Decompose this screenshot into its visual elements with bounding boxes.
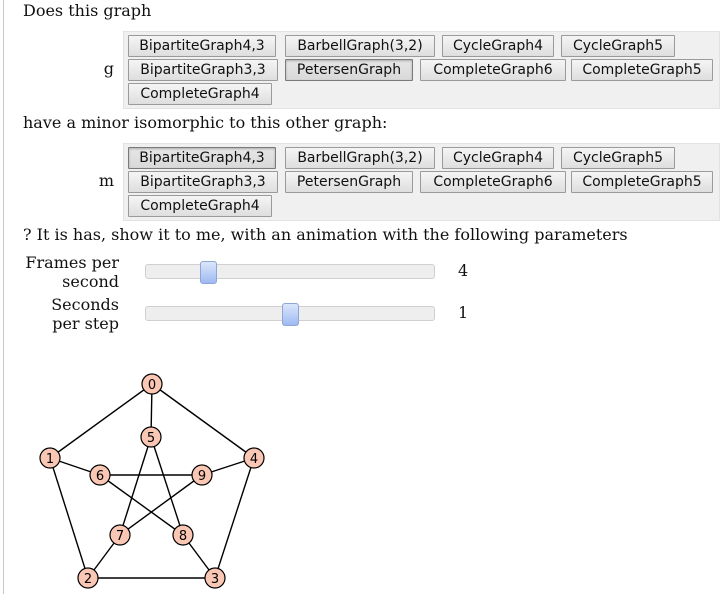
g-option-complete-4[interactable]: CompleteGraph4 [128, 83, 272, 105]
m-option-barbell[interactable]: BarbellGraph(3,2) [285, 147, 435, 169]
g-option-complete-5[interactable]: CompleteGraph5 [571, 59, 713, 81]
fps-label-line1: Frames per [25, 253, 119, 272]
prompt-intro: Does this graph [23, 1, 152, 20]
m-selector: BipartiteGraph4,3 BarbellGraph(3,2) Cycl… [123, 143, 720, 221]
graph-vertex-label-9: 9 [198, 469, 206, 484]
seconds-label: Seconds per step [20, 295, 119, 333]
g-option-cycle-5[interactable]: CycleGraph5 [561, 35, 675, 57]
m-label: m [98, 171, 114, 190]
fps-value: 4 [458, 261, 469, 280]
m-option-bipartite-4-3[interactable]: BipartiteGraph4,3 [128, 147, 276, 169]
g-option-cycle-4[interactable]: CycleGraph4 [442, 35, 554, 57]
seconds-slider[interactable] [145, 303, 435, 326]
graph-vertex-3 [204, 567, 226, 589]
graph-edge-8-5 [150, 436, 184, 536]
g-option-petersen[interactable]: PetersenGraph [285, 59, 413, 81]
m-option-complete-6[interactable]: CompleteGraph6 [420, 171, 566, 193]
graph-edge-7-9 [119, 474, 203, 536]
m-option-petersen[interactable]: PetersenGraph [285, 171, 413, 193]
g-selector: BipartiteGraph4,3 BarbellGraph(3,2) Cycl… [123, 31, 720, 109]
graph-vertex-label-2: 2 [84, 572, 92, 587]
fps-label: Frames per second [20, 253, 119, 291]
graph-vertex-label-8: 8 [179, 529, 187, 544]
graph-vertex-label-7: 7 [116, 529, 124, 544]
graph-vertex-8 [172, 524, 194, 546]
m-option-bipartite-3-3[interactable]: BipartiteGraph3,3 [128, 171, 278, 193]
petersen-graph-drawing: 0 1 2 3 4 5 6 7 8 9 [39, 373, 265, 589]
graph-vertex-1 [39, 447, 61, 469]
m-option-cycle-5[interactable]: CycleGraph5 [561, 147, 675, 169]
fps-label-line2: second [62, 272, 119, 291]
fps-slider[interactable] [145, 261, 435, 284]
seconds-label-line2: per step [52, 314, 119, 333]
graph-vertex-7 [109, 524, 131, 546]
graph-vertex-2 [77, 567, 99, 589]
seconds-slider-handle[interactable] [281, 303, 299, 326]
seconds-label-line1: Seconds [51, 295, 119, 314]
graph-vertex-label-6: 6 [96, 469, 104, 484]
left-margin-line [3, 0, 4, 594]
graph-vertex-label-3: 3 [211, 572, 219, 587]
m-option-complete-5[interactable]: CompleteGraph5 [571, 171, 713, 193]
graph-vertex-9 [191, 464, 213, 486]
graph-vertex-label-0: 0 [148, 378, 156, 393]
graph-vertex-label-4: 4 [250, 452, 258, 467]
graph-vertex-6 [89, 464, 111, 486]
graph-edge-6-8 [99, 474, 184, 536]
prompt-question: ? It is has, show it to me, with an anim… [23, 225, 628, 244]
graph-vertex-5 [140, 426, 162, 448]
g-option-bipartite-4-3[interactable]: BipartiteGraph4,3 [128, 35, 276, 57]
graph-edge-3-4 [214, 457, 255, 579]
graph-edge-0-1 [49, 383, 153, 459]
m-option-complete-4[interactable]: CompleteGraph4 [128, 195, 272, 217]
graph-vertex-label-1: 1 [46, 452, 54, 467]
graph-plot-area: 0 1 2 3 4 5 6 7 8 9 [18, 337, 720, 594]
graph-vertex-0 [141, 373, 163, 395]
graph-vertex-4 [243, 447, 265, 469]
g-option-barbell[interactable]: BarbellGraph(3,2) [285, 35, 435, 57]
graph-edge-4-0 [151, 383, 255, 459]
m-option-cycle-4[interactable]: CycleGraph4 [442, 147, 554, 169]
g-option-bipartite-3-3[interactable]: BipartiteGraph3,3 [128, 59, 278, 81]
graph-vertex-label-5: 5 [147, 431, 155, 446]
g-label: g [103, 59, 114, 78]
graph-edge-1-2 [49, 457, 89, 579]
g-option-complete-6[interactable]: CompleteGraph6 [420, 59, 566, 81]
fps-slider-handle[interactable] [199, 261, 217, 284]
graph-edge-5-7 [119, 436, 152, 536]
seconds-value: 1 [458, 303, 469, 322]
prompt-middle: have a minor isomorphic to this other gr… [23, 113, 388, 132]
